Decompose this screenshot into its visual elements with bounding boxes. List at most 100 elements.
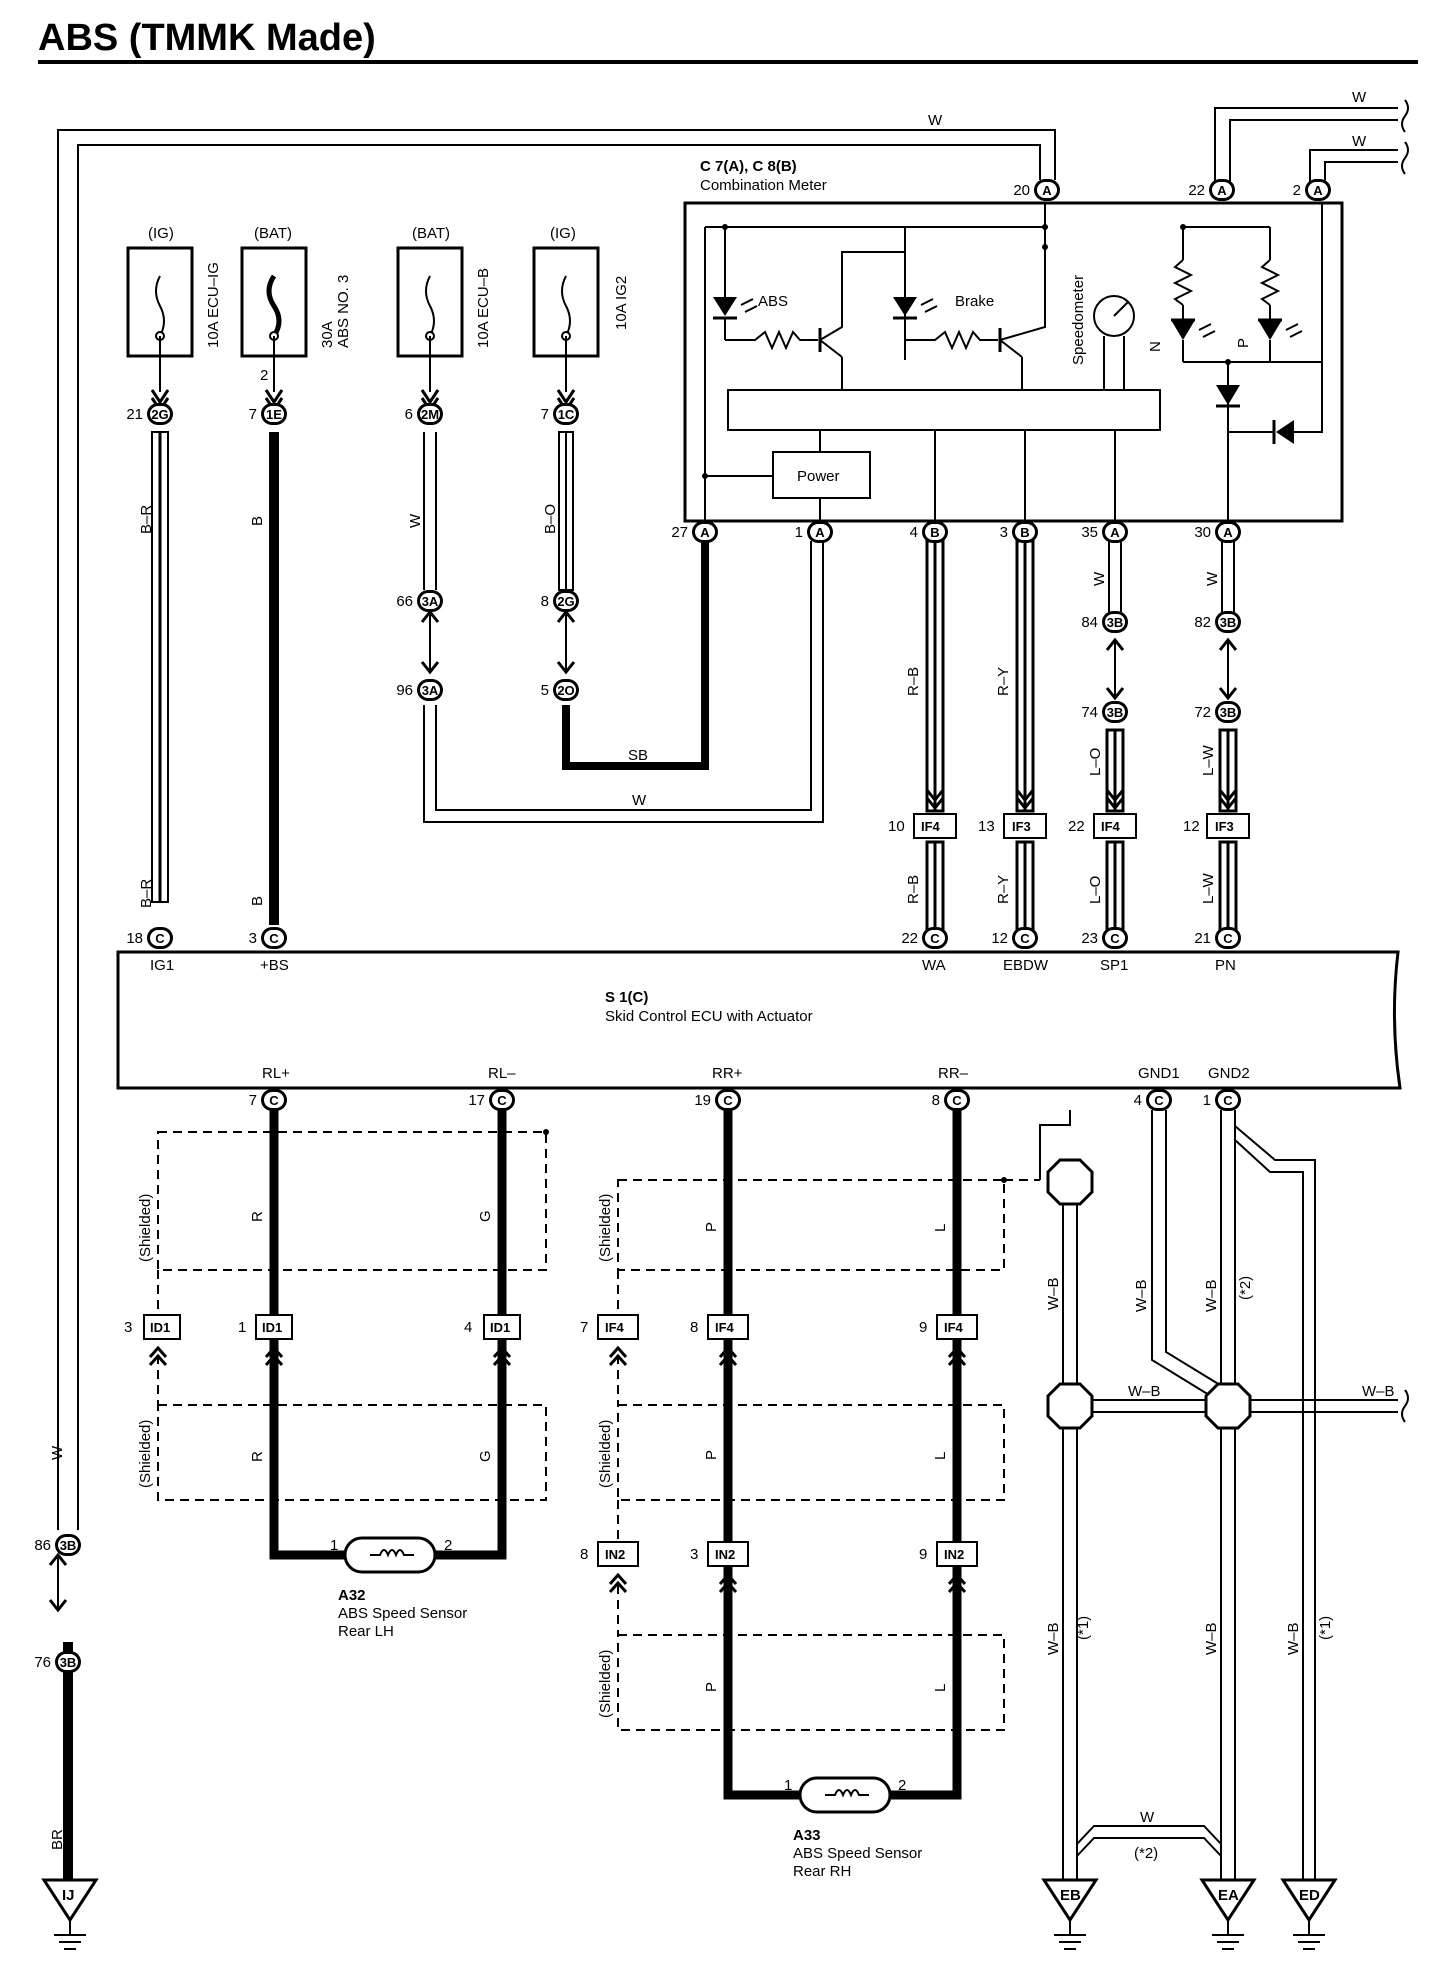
- sensor-side: Rear LH: [338, 1623, 394, 1640]
- wire-color-label: L: [932, 1224, 949, 1232]
- connector-label: B: [1020, 525, 1029, 540]
- connector-pin: 3A 96: [396, 679, 443, 701]
- pin-number: 3: [124, 1319, 132, 1336]
- junction-id1: ID1: [255, 1314, 293, 1340]
- sensor-coil-icon: [370, 1549, 414, 1558]
- pin-number: 3: [690, 1546, 698, 1563]
- connector-label: 3B: [1220, 615, 1237, 630]
- connector-label: 2M: [421, 407, 439, 422]
- svg-text:IF4: IF4: [944, 1320, 964, 1335]
- sensor-name: ABS Speed Sensor: [793, 1845, 922, 1862]
- junction-if4: IF4: [707, 1314, 749, 1340]
- pin-number: 6: [405, 406, 413, 423]
- fuse-source-label: (IG): [148, 225, 174, 242]
- connector-pin: A30: [1194, 521, 1241, 543]
- pin-number: 76: [34, 1654, 51, 1671]
- ecu-name: Skid Control ECU with Actuator: [605, 1008, 813, 1025]
- fuse-source-label: (IG): [550, 225, 576, 242]
- pin-number: 4: [464, 1319, 472, 1336]
- connector-label: C: [1154, 1093, 1164, 1108]
- connector-pin: A2: [1293, 179, 1331, 201]
- ecu-terminal: GND1: [1138, 1065, 1180, 1082]
- svg-text:ID1: ID1: [262, 1320, 282, 1335]
- svg-text:ID1: ID1: [150, 1320, 170, 1335]
- junction-if4: IF4: [913, 813, 957, 839]
- svg-text:IF4: IF4: [921, 819, 941, 834]
- wire-color-label: W–B: [1203, 1622, 1220, 1655]
- pin-number: 23: [1081, 930, 1098, 947]
- connector-label: 3A: [422, 683, 439, 698]
- connector-label: A: [1313, 183, 1323, 198]
- sensor-ref: A32: [338, 1587, 366, 1604]
- ground-eb: EB: [1041, 1878, 1099, 1950]
- ecu-terminal: IG1: [150, 957, 174, 974]
- wire-color-label: B–R: [138, 879, 155, 908]
- ground-ed: ED: [1280, 1878, 1338, 1950]
- pin-number: 22: [901, 930, 918, 947]
- connector-pin: C8: [932, 1089, 970, 1111]
- brake-lamp-label: Brake: [955, 293, 994, 310]
- wire-color-label: L–O: [1087, 876, 1104, 904]
- pin-number: 96: [396, 682, 413, 699]
- connector-label: C: [269, 931, 279, 946]
- connector-label: C: [1020, 931, 1030, 946]
- connector-label: C: [155, 931, 165, 946]
- ecu-terminal: RL+: [262, 1065, 290, 1082]
- svg-text:EB: EB: [1060, 1887, 1081, 1904]
- svg-text:IJ: IJ: [62, 1887, 75, 1904]
- connector-label: A: [1223, 525, 1233, 540]
- wire-color-label: W: [1091, 571, 1108, 586]
- pin-number: 35: [1081, 524, 1098, 541]
- connector-pin: C17: [468, 1089, 515, 1111]
- connector-label: C: [1223, 931, 1233, 946]
- junction-in2: IN2: [936, 1541, 978, 1567]
- pin-number: 9: [919, 1319, 927, 1336]
- wire-color-label: B: [249, 516, 266, 526]
- wire-color-label: BR: [49, 1829, 66, 1850]
- shielded-label: (Shielded): [137, 1194, 154, 1262]
- splice-point-icon: [1046, 1158, 1094, 1206]
- junction-if4: IF4: [1093, 813, 1137, 839]
- svg-text:IN2: IN2: [715, 1547, 735, 1562]
- connector-label: C: [497, 1093, 507, 1108]
- pin-number: 7: [249, 1092, 257, 1109]
- connector-label: 2O: [557, 683, 574, 698]
- connector-label: 2G: [151, 407, 168, 422]
- pin-number: 86: [34, 1537, 51, 1554]
- fuse-name: 10A ECU–IG: [205, 262, 222, 348]
- pin-number: 21: [1194, 930, 1211, 947]
- pin-number: 7: [541, 406, 549, 423]
- connector-label: 1C: [558, 407, 575, 422]
- wire-color-label: SB: [628, 747, 648, 764]
- connector-pin: 3B 76: [34, 1651, 81, 1673]
- pin-number: 18: [126, 930, 143, 947]
- fuse-ecu-b: (BAT) 10A ECU–B: [396, 225, 492, 358]
- pin-number: 74: [1081, 704, 1098, 721]
- connector-label: C: [1223, 1093, 1233, 1108]
- splice-point-icon: [1046, 1382, 1094, 1430]
- shielded-label: (Shielded): [597, 1194, 614, 1262]
- connector-label: 3B: [60, 1655, 77, 1670]
- wire-color-label: L: [932, 1684, 949, 1692]
- pin-number: 66: [396, 593, 413, 610]
- connector-label: A: [1042, 183, 1052, 198]
- fuse-ig2: (IG) 10A IG2: [532, 225, 630, 358]
- ecu-terminal: RL–: [488, 1065, 516, 1082]
- sensor-coil-icon: [825, 1789, 869, 1798]
- splice-point-icon: [1204, 1382, 1252, 1430]
- junction-in2: IN2: [597, 1541, 639, 1567]
- svg-text:IF3: IF3: [1215, 819, 1234, 834]
- wire-color-label: W–B: [1362, 1383, 1395, 1400]
- wire-color-label: B: [249, 896, 266, 906]
- svg-text:IF4: IF4: [1101, 819, 1121, 834]
- pin-number: 5: [541, 682, 549, 699]
- connector-pin: C22: [901, 927, 948, 949]
- pin-number: 1: [1203, 1092, 1211, 1109]
- junction-if3: IF3: [1206, 813, 1250, 839]
- connector-pin: C1: [1203, 1089, 1241, 1111]
- combination-meter: C 7(A), C 8(B) Combination Meter ABS Bra…: [683, 158, 1344, 523]
- ecu-terminal: EBDW: [1003, 957, 1049, 974]
- speedometer-gauge-icon: [1093, 295, 1135, 337]
